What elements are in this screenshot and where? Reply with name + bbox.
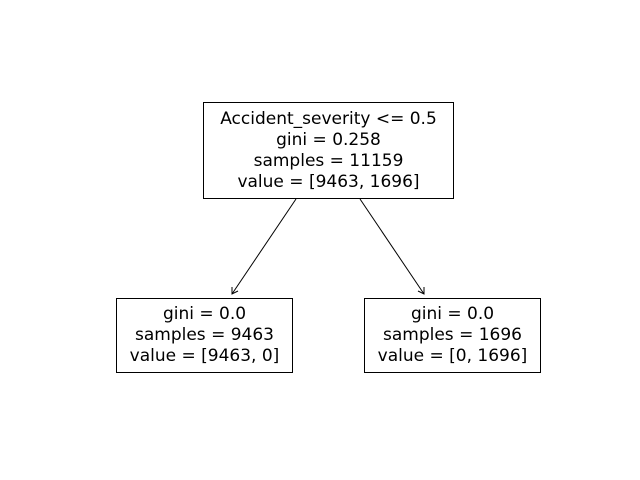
root-value-label: value = [9463, 1696] (237, 171, 420, 192)
right-gini-label: gini = 0.0 (410, 304, 495, 324)
right-leaf-node: gini = 0.0 samples = 1696 value = [0, 16… (364, 298, 541, 373)
right-value-label: value = [0, 1696] (377, 346, 528, 366)
root-split-label: Accident_severity <= 0.5 (220, 108, 437, 129)
left-samples-label: samples = 9463 (135, 325, 274, 345)
root-node: Accident_severity <= 0.5 gini = 0.258 sa… (203, 102, 454, 199)
right-samples-label: samples = 1696 (383, 325, 522, 345)
left-gini-label: gini = 0.0 (162, 304, 247, 324)
root-gini-label: gini = 0.258 (276, 129, 381, 150)
edge-line (359, 198, 425, 295)
arrowhead-icon (231, 287, 239, 295)
edge-root-to-right (359, 198, 425, 295)
root-samples-label: samples = 11159 (253, 150, 404, 171)
left-leaf-node: gini = 0.0 samples = 9463 value = [9463,… (116, 298, 293, 373)
arrowhead-icon (417, 287, 425, 295)
edge-root-to-left (231, 198, 297, 295)
edge-line (231, 198, 297, 295)
left-value-label: value = [9463, 0] (129, 346, 280, 366)
